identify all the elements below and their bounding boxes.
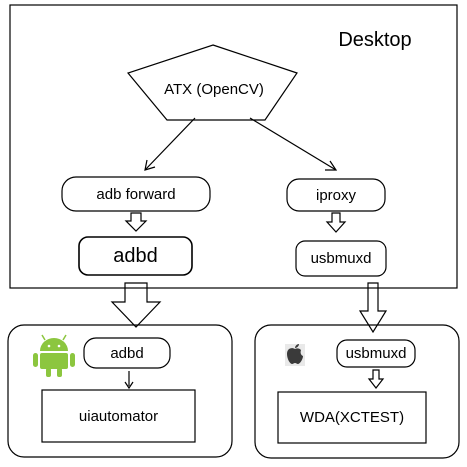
ios-device-frame [254,324,460,459]
adbd-device-box [83,337,171,369]
adbd-device-label: adbd [110,344,144,362]
uiautomator-label: uiautomator [78,407,159,425]
iproxy-label: iproxy [315,186,356,204]
arrow-adbd-to-android-device [110,282,162,328]
usbmuxd-host-label: usbmuxd [310,250,372,267]
android-device-frame [7,324,233,458]
iproxy-box [286,178,386,212]
usbmuxd-host-box [295,240,387,277]
atx-label: ATX (OpenCV) [164,80,264,98]
wda-box [277,391,427,444]
arrow-usbmuxd-to-ios-device [358,282,388,334]
arrow-adbd-to-uiautomator [124,371,134,390]
android-icon [33,334,75,377]
arrow-iproxy-to-usbmuxd [325,212,347,233]
desktop-frame [9,4,458,289]
adbd-host-box [78,236,193,276]
uiautomator-box [41,389,196,443]
arrow-atx-to-adb-forward [144,117,196,171]
wda-label: WDA(XCTEST) [299,409,405,426]
atx-pentagon [126,44,298,121]
adbd-host-label: adbd [113,244,158,267]
arrow-atx-to-iproxy [249,117,338,171]
apple-icon [285,344,305,366]
usbmuxd-device-label: usbmuxd [345,345,407,362]
desktop-title: Desktop [338,28,412,51]
arrow-adb-forward-to-adbd [124,212,148,232]
adb-forward-label: adb forward [96,185,176,203]
arrow-usbmuxd-to-wda [367,369,385,389]
usbmuxd-device-box [336,339,416,368]
adb-forward-box [61,176,211,212]
